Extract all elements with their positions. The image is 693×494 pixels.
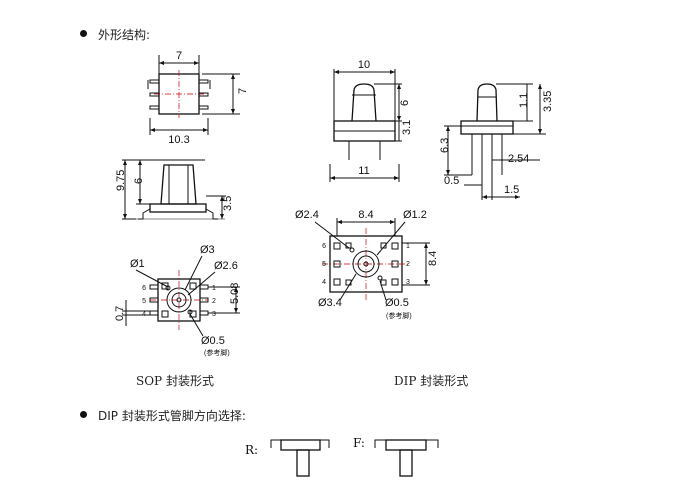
dip-side-view: 1.1 3.35 6.3 2.54 0.5 1.5 bbox=[439, 83, 554, 200]
sop-hole-1-label: Ø1 bbox=[130, 258, 145, 270]
sop-caption: SOP 封装形式 bbox=[136, 374, 214, 388]
dip-hole-12-label: Ø1.2 bbox=[403, 209, 427, 221]
sop-top-view: 7 7 10.3 bbox=[147, 50, 249, 146]
sop-pin-1: 1 bbox=[212, 285, 216, 292]
sop-overall-width-label: 10.3 bbox=[168, 134, 189, 146]
dip-front-view: 10 6 3.1 11 bbox=[329, 59, 413, 182]
sop-pad-label: 0.7 bbox=[114, 306, 126, 321]
sop-pitch-label: 5.08 bbox=[229, 283, 241, 304]
sop-top-width-label: 7 bbox=[176, 50, 182, 62]
dip-caption: DIP 封装形式 bbox=[394, 374, 469, 388]
dip-pin-4: 4 bbox=[322, 279, 326, 286]
outline-heading: 外形结构: bbox=[98, 28, 151, 42]
pin-option-f-label: F: bbox=[353, 436, 365, 450]
dip-lead-length-label: 6.3 bbox=[439, 138, 451, 153]
dip-bottom-height-label: 8.4 bbox=[427, 251, 439, 266]
sop-ref-note: (参考脚) bbox=[204, 348, 230, 357]
dip-hole-05-label: Ø0.5 bbox=[385, 297, 409, 309]
sop-pin-6: 6 bbox=[142, 285, 146, 292]
sop-hole-26-label: Ø2.6 bbox=[214, 260, 238, 272]
dip-pin-1: 1 bbox=[406, 243, 410, 250]
dip-pin-6: 6 bbox=[322, 243, 326, 250]
dip-stem-height-label: 6 bbox=[399, 100, 411, 106]
sop-hole-05-label: Ø0.5 bbox=[201, 335, 225, 347]
pin-direction-f: F: bbox=[353, 436, 439, 477]
dip-pin-3: 3 bbox=[406, 279, 410, 286]
sop-pin-5: 5 bbox=[142, 298, 146, 305]
pin-direction-r: R: bbox=[245, 439, 330, 477]
dip-hole-34-label: Ø3.4 bbox=[318, 297, 342, 309]
dip-body-height-label: 3.1 bbox=[401, 120, 413, 135]
sop-stem-height-label: 3.5 bbox=[222, 196, 234, 211]
sop-side-view: 9.75 6 3.5 bbox=[115, 159, 234, 220]
dip-pitch-label: 2.54 bbox=[508, 153, 529, 165]
bullet-outline bbox=[80, 30, 87, 37]
sop-pin-2: 2 bbox=[212, 298, 216, 305]
sop-top-height-label: 7 bbox=[237, 88, 249, 94]
pin-direction-heading: DIP 封装形式管脚方向选择: bbox=[98, 409, 246, 423]
sop-bottom-view: 6 5 4 1 2 3 Ø1 Ø3 Ø2.6 Ø0.5 (参考脚) 5.08 0… bbox=[114, 244, 241, 357]
dip-side-total-label: 3.35 bbox=[542, 91, 554, 112]
bullet-pin-direction bbox=[80, 411, 87, 418]
dip-bottom-width-dim-label: 8.4 bbox=[358, 209, 373, 221]
dip-ref-note: (参考脚) bbox=[386, 311, 412, 320]
dip-hole-24-label: Ø2.4 bbox=[295, 209, 319, 221]
dip-side-top-label: 1.1 bbox=[518, 93, 530, 108]
dip-pin-2: 2 bbox=[406, 261, 410, 268]
dip-pin-5: 5 bbox=[322, 261, 326, 268]
dip-bottom-view: 6 5 4 1 2 3 8.4 Ø2.4 Ø1.2 8.4 Ø3.4 Ø0.5 … bbox=[295, 209, 439, 320]
dip-top-width-label: 10 bbox=[358, 59, 370, 71]
dip-span-label: 1.5 bbox=[504, 184, 519, 196]
dip-bottom-width-label: 11 bbox=[358, 165, 369, 177]
sop-pin-3: 3 bbox=[212, 311, 216, 318]
pin-option-r-label: R: bbox=[245, 443, 258, 457]
sop-hole-3-label: Ø3 bbox=[200, 244, 215, 256]
sop-total-height-label: 9.75 bbox=[115, 170, 127, 191]
dip-pin-label: 0.5 bbox=[444, 175, 459, 187]
sop-body-height-label: 6 bbox=[133, 178, 145, 184]
